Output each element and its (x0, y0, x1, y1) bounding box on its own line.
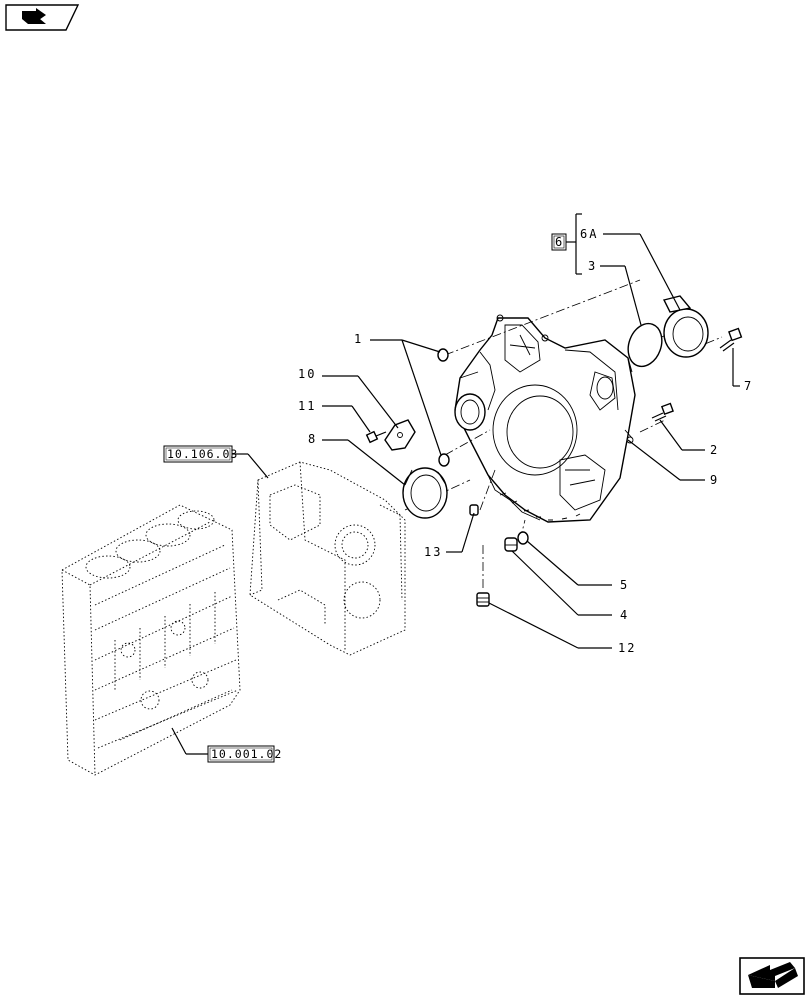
reference-label-cover: 10.106.03 (167, 447, 238, 461)
part-10-cover-plate (384, 419, 416, 451)
next-page-icon[interactable] (739, 957, 805, 995)
reference-10-001-02[interactable]: 10.001.02 (207, 745, 282, 763)
gear-housing (249, 461, 406, 656)
callout-2: 2 (710, 443, 719, 457)
flywheel-housing (454, 314, 636, 523)
part-7-bolt (719, 327, 743, 352)
leader-lines (171, 213, 740, 755)
part-1-plug-lower (438, 453, 450, 467)
part-8-seal-ring (402, 467, 448, 519)
callout-7: 7 (744, 379, 753, 393)
callout-1: 1 (354, 332, 363, 346)
callout-11: 11 (298, 399, 316, 413)
callout-12: 12 (618, 641, 636, 655)
callout-4: 4 (620, 608, 629, 622)
engine-block (61, 504, 241, 776)
part-3-o-ring (627, 322, 663, 368)
callout-9: 9 (710, 473, 719, 487)
callout-13: 13 (424, 545, 442, 559)
part-4-plug (504, 537, 518, 552)
part-12-plug (476, 592, 490, 607)
callout-8: 8 (308, 432, 317, 446)
callout-5: 5 (620, 578, 629, 592)
part-2-bolt (651, 402, 674, 422)
part-5-washer (517, 531, 529, 545)
callout-10: 10 (298, 367, 316, 381)
part-6a-seal-carrier (662, 295, 709, 358)
callout-3: 3 (588, 259, 597, 273)
reference-10-106-03[interactable]: 10.106.03 (163, 445, 238, 463)
previous-page-icon[interactable] (5, 4, 80, 31)
reference-label-block: 10.001.02 (211, 747, 282, 761)
callout-6-box: 6 (551, 233, 567, 251)
callout-6: 6 (555, 235, 562, 249)
part-11-screw (365, 430, 387, 444)
callout-6a: 6A (580, 227, 598, 241)
part-1-plug-upper (437, 348, 449, 362)
